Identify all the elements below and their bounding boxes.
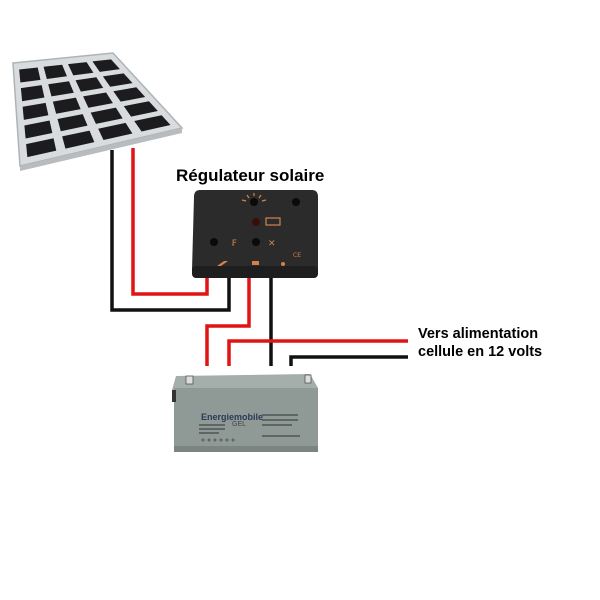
sun-led-icon	[250, 198, 258, 206]
battery-negative-terminal	[304, 374, 312, 384]
solar-regulator: ₣ ✕ CE	[192, 190, 318, 278]
battery-positive-terminal	[185, 375, 194, 385]
output-label: Vers alimentation cellule en 12 volts	[418, 325, 542, 361]
solar-cell	[75, 77, 104, 92]
svg-text:✕: ✕	[268, 239, 276, 249]
battery-brand: Energiemobile	[201, 412, 264, 422]
solar-panel	[12, 52, 184, 171]
solar-cell	[22, 102, 49, 120]
solar-cell	[123, 101, 158, 117]
solar-cell	[48, 81, 74, 97]
solar-cell	[113, 87, 146, 102]
solar-cell	[83, 92, 113, 108]
load-negative-wire	[289, 355, 408, 366]
solar-cell	[134, 115, 171, 132]
battery-type: GEL	[232, 421, 247, 428]
output-label-line2: cellule en 12 volts	[418, 344, 543, 360]
solar-cell	[52, 97, 81, 114]
panel-negative-wire	[110, 150, 231, 312]
solar-cell	[57, 114, 88, 132]
panel-positive-wire	[131, 148, 209, 296]
solar-cell	[20, 85, 45, 102]
solar-cell	[43, 64, 67, 79]
solar-cell	[62, 130, 95, 149]
battery	[172, 374, 318, 452]
solar-cell	[24, 120, 53, 139]
load-positive-wire	[227, 339, 408, 366]
svg-text:₣: ₣	[231, 239, 237, 249]
output-label-line1: Vers alimentation	[418, 326, 539, 342]
solar-cell	[92, 59, 120, 72]
battery-led-icon	[252, 218, 260, 226]
solar-cell	[102, 73, 133, 87]
svg-text:CE: CE	[293, 252, 301, 259]
solar-cell	[98, 122, 133, 141]
solar-cell	[19, 67, 41, 83]
battery-positive-wire	[205, 278, 251, 366]
wires	[110, 148, 408, 366]
solar-cell	[26, 138, 57, 158]
regulator-title: Régulateur solaire	[176, 166, 325, 185]
solar-cell	[90, 107, 123, 124]
solar-cell	[68, 62, 94, 76]
